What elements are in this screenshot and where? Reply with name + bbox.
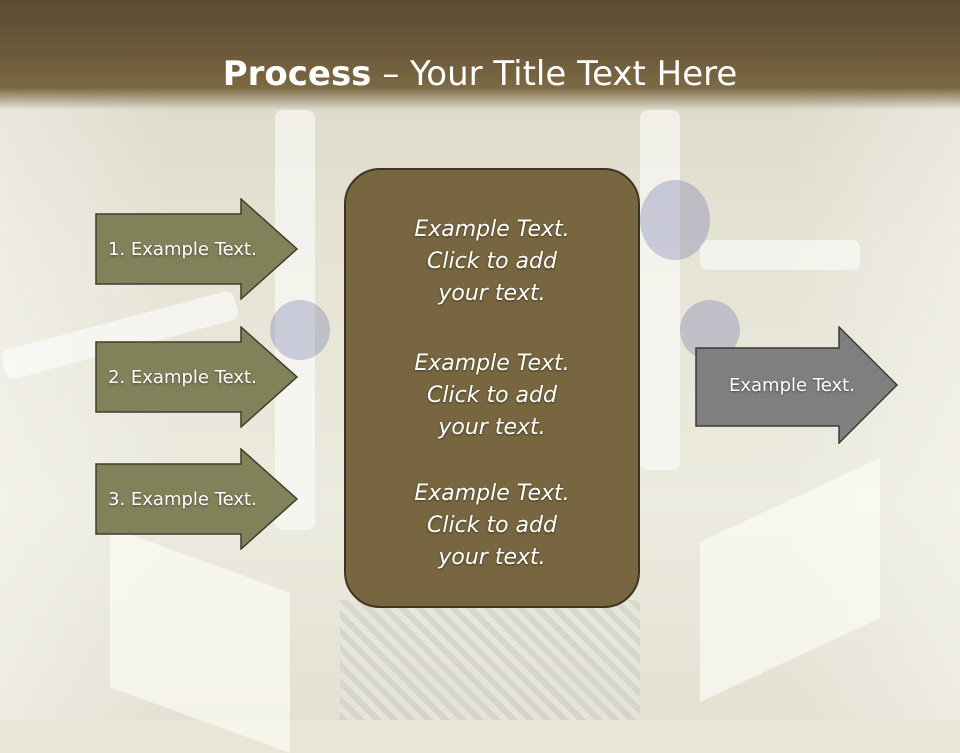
arrow-shape <box>95 198 299 300</box>
pipe <box>275 110 315 530</box>
wall-panel <box>110 527 290 753</box>
process-box[interactable]: Example Text. Click to add your text. Ex… <box>344 168 640 608</box>
title-bold: Process <box>222 54 372 94</box>
slide-title[interactable]: Process – Your Title Text Here <box>0 52 960 96</box>
title-bar <box>0 0 960 110</box>
valve <box>640 180 710 260</box>
wall-panel <box>700 458 880 702</box>
output-arrow[interactable]: Example Text. <box>695 326 900 444</box>
input-arrow-1[interactable]: 1. Example Text. <box>95 198 300 300</box>
input-arrow-label: 2. Example Text. <box>108 366 257 388</box>
process-text-block-2[interactable]: Example Text. Click to add your text. <box>414 351 570 440</box>
floor-grating <box>340 600 640 720</box>
input-arrow-3[interactable]: 3. Example Text. <box>95 448 300 550</box>
process-text-block-3[interactable]: Example Text. Click to add your text. <box>414 481 570 570</box>
output-arrow-label: Example Text. <box>729 374 855 396</box>
input-arrow-label: 1. Example Text. <box>108 238 257 260</box>
valve <box>270 300 330 360</box>
input-arrow-2[interactable]: 2. Example Text. <box>95 326 300 428</box>
arrow-shape <box>695 326 899 444</box>
pipe <box>700 240 860 270</box>
arrow-shape <box>95 326 299 428</box>
process-text-block-1[interactable]: Example Text. Click to add your text. <box>414 217 570 306</box>
title-rest: – Your Title Text Here <box>371 54 738 94</box>
pipe <box>640 110 680 470</box>
input-arrow-label: 3. Example Text. <box>108 488 257 510</box>
arrow-shape <box>95 448 299 550</box>
